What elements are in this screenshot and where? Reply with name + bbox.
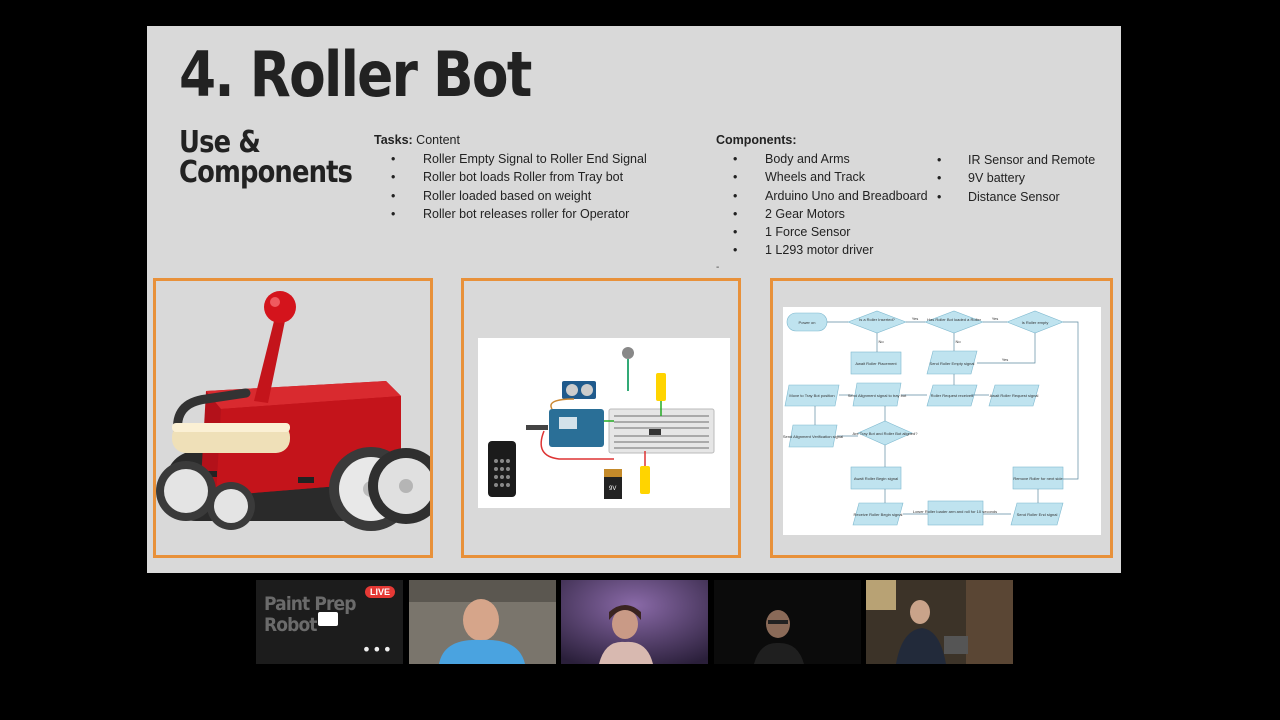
flow-label: Receive Roller Begin signal — [854, 512, 903, 517]
component-item: Body and Arms — [716, 150, 928, 168]
flow-label: Is a Roller Inserted? — [859, 317, 896, 322]
tasks-list: Roller Empty Signal to Roller End Signal… — [374, 150, 647, 223]
flow-label: Move to Tray Bot position — [789, 393, 834, 398]
component-item: IR Sensor and Remote — [937, 151, 1095, 169]
brand-line-2: Robot — [264, 614, 317, 636]
robot-image-frame — [153, 278, 433, 558]
component-item: 1 L293 motor driver — [716, 241, 928, 259]
component-item: Arduino Uno and Breadboard — [716, 187, 928, 205]
flow-label: Await Roller Request signal — [990, 393, 1039, 398]
task-item: Roller Empty Signal to Roller End Signal — [374, 150, 647, 168]
more-options-icon[interactable]: ••• — [361, 640, 393, 659]
flow-label: Yes — [992, 316, 999, 321]
tasks-label-rest: Content — [412, 133, 460, 147]
live-badge: LIVE — [364, 586, 395, 598]
screen-share-icon — [318, 612, 338, 626]
slide-subtitle: Use & Components — [179, 125, 353, 190]
component-item: 1 Force Sensor — [716, 223, 928, 241]
task-item: Roller bot releases roller for Operator — [374, 205, 647, 223]
components-label: Components: — [716, 133, 797, 147]
participant-video-3 — [714, 580, 861, 664]
slide-title: 4. Roller Bot — [179, 38, 532, 111]
flowchart-image: Power on Is a Roller Inserted? Has Rolle… — [783, 310, 1079, 526]
components-list-1: Body and Arms Wheels and Track Arduino U… — [716, 150, 928, 260]
tasks-header: Tasks: Content — [374, 133, 647, 147]
flowchart-canvas — [783, 307, 1101, 535]
flow-label: Is Roller empty — [1022, 320, 1049, 325]
brand-logo-text: Paint Prep Robot — [264, 594, 356, 636]
flow-label: Remove Roller for next side — [1013, 476, 1063, 481]
flow-label: No — [955, 339, 961, 344]
components-header: Components: — [716, 133, 928, 147]
participant-tile-2[interactable] — [561, 580, 708, 664]
flow-label: Send Roller End signal — [1017, 512, 1058, 517]
participant-video-4 — [866, 580, 1013, 664]
flow-label: Are Tray Bot and Roller Bot aligned? — [853, 431, 919, 436]
brand-line-1: Paint Prep — [264, 593, 356, 615]
flow-label: Lower Roller loader arm and roll for 10 … — [913, 509, 997, 514]
components-list-2: IR Sensor and Remote 9V battery Distance… — [937, 151, 1095, 206]
component-item: 9V battery — [937, 169, 1095, 187]
components-section: Components: Body and Arms Wheels and Tra… — [716, 133, 928, 260]
task-item: Roller loaded based on weight — [374, 187, 647, 205]
arduino-circuit-image: 9V — [488, 347, 715, 499]
tasks-section: Tasks: Content Roller Empty Signal to Ro… — [374, 133, 647, 223]
circuit-image-frame: 9V — [461, 278, 741, 558]
presentation-slide: 4. Roller Bot Use & Components Tasks: Co… — [147, 26, 1121, 573]
flow-label: Await Roller Begin signal — [854, 476, 898, 481]
stray-mark: - — [716, 262, 720, 273]
robot-3d-model-image — [156, 281, 430, 555]
flow-label: Roller Request received — [931, 393, 974, 398]
brand-tile[interactable]: Paint Prep Robot LIVE ••• — [256, 580, 403, 664]
flow-label: Yes — [1002, 357, 1009, 362]
participant-tile-3[interactable] — [714, 580, 861, 664]
components-column-2: IR Sensor and Remote 9V battery Distance… — [937, 151, 1095, 206]
flow-label: Await Roller Placement — [855, 361, 897, 366]
participant-tile-4[interactable] — [866, 580, 1013, 664]
task-item: Roller bot loads Roller from Tray bot — [374, 168, 647, 186]
battery-label: 9V — [609, 486, 616, 492]
subtitle-text: Use & Components — [179, 125, 353, 190]
flow-label: Has Roller Bot loaded a Roller — [927, 317, 981, 322]
flow-label: Send Alignment signal to tray bot — [848, 393, 907, 398]
component-item: Distance Sensor — [937, 188, 1095, 206]
flowchart-image-frame: Power on Is a Roller Inserted? Has Rolle… — [770, 278, 1113, 558]
flow-label: Power on — [799, 320, 816, 325]
flow-label: No — [878, 339, 884, 344]
flow-label: Send Roller Empty signal — [930, 361, 975, 366]
tasks-label: Tasks: — [374, 133, 413, 147]
participant-video-1 — [409, 580, 556, 664]
participant-tile-1[interactable] — [409, 580, 556, 664]
flow-label: Send Alignment Verification signal — [783, 434, 843, 439]
component-item: Wheels and Track — [716, 168, 928, 186]
participant-video-2 — [561, 580, 708, 664]
flow-label: Yes — [912, 316, 919, 321]
component-item: 2 Gear Motors — [716, 205, 928, 223]
